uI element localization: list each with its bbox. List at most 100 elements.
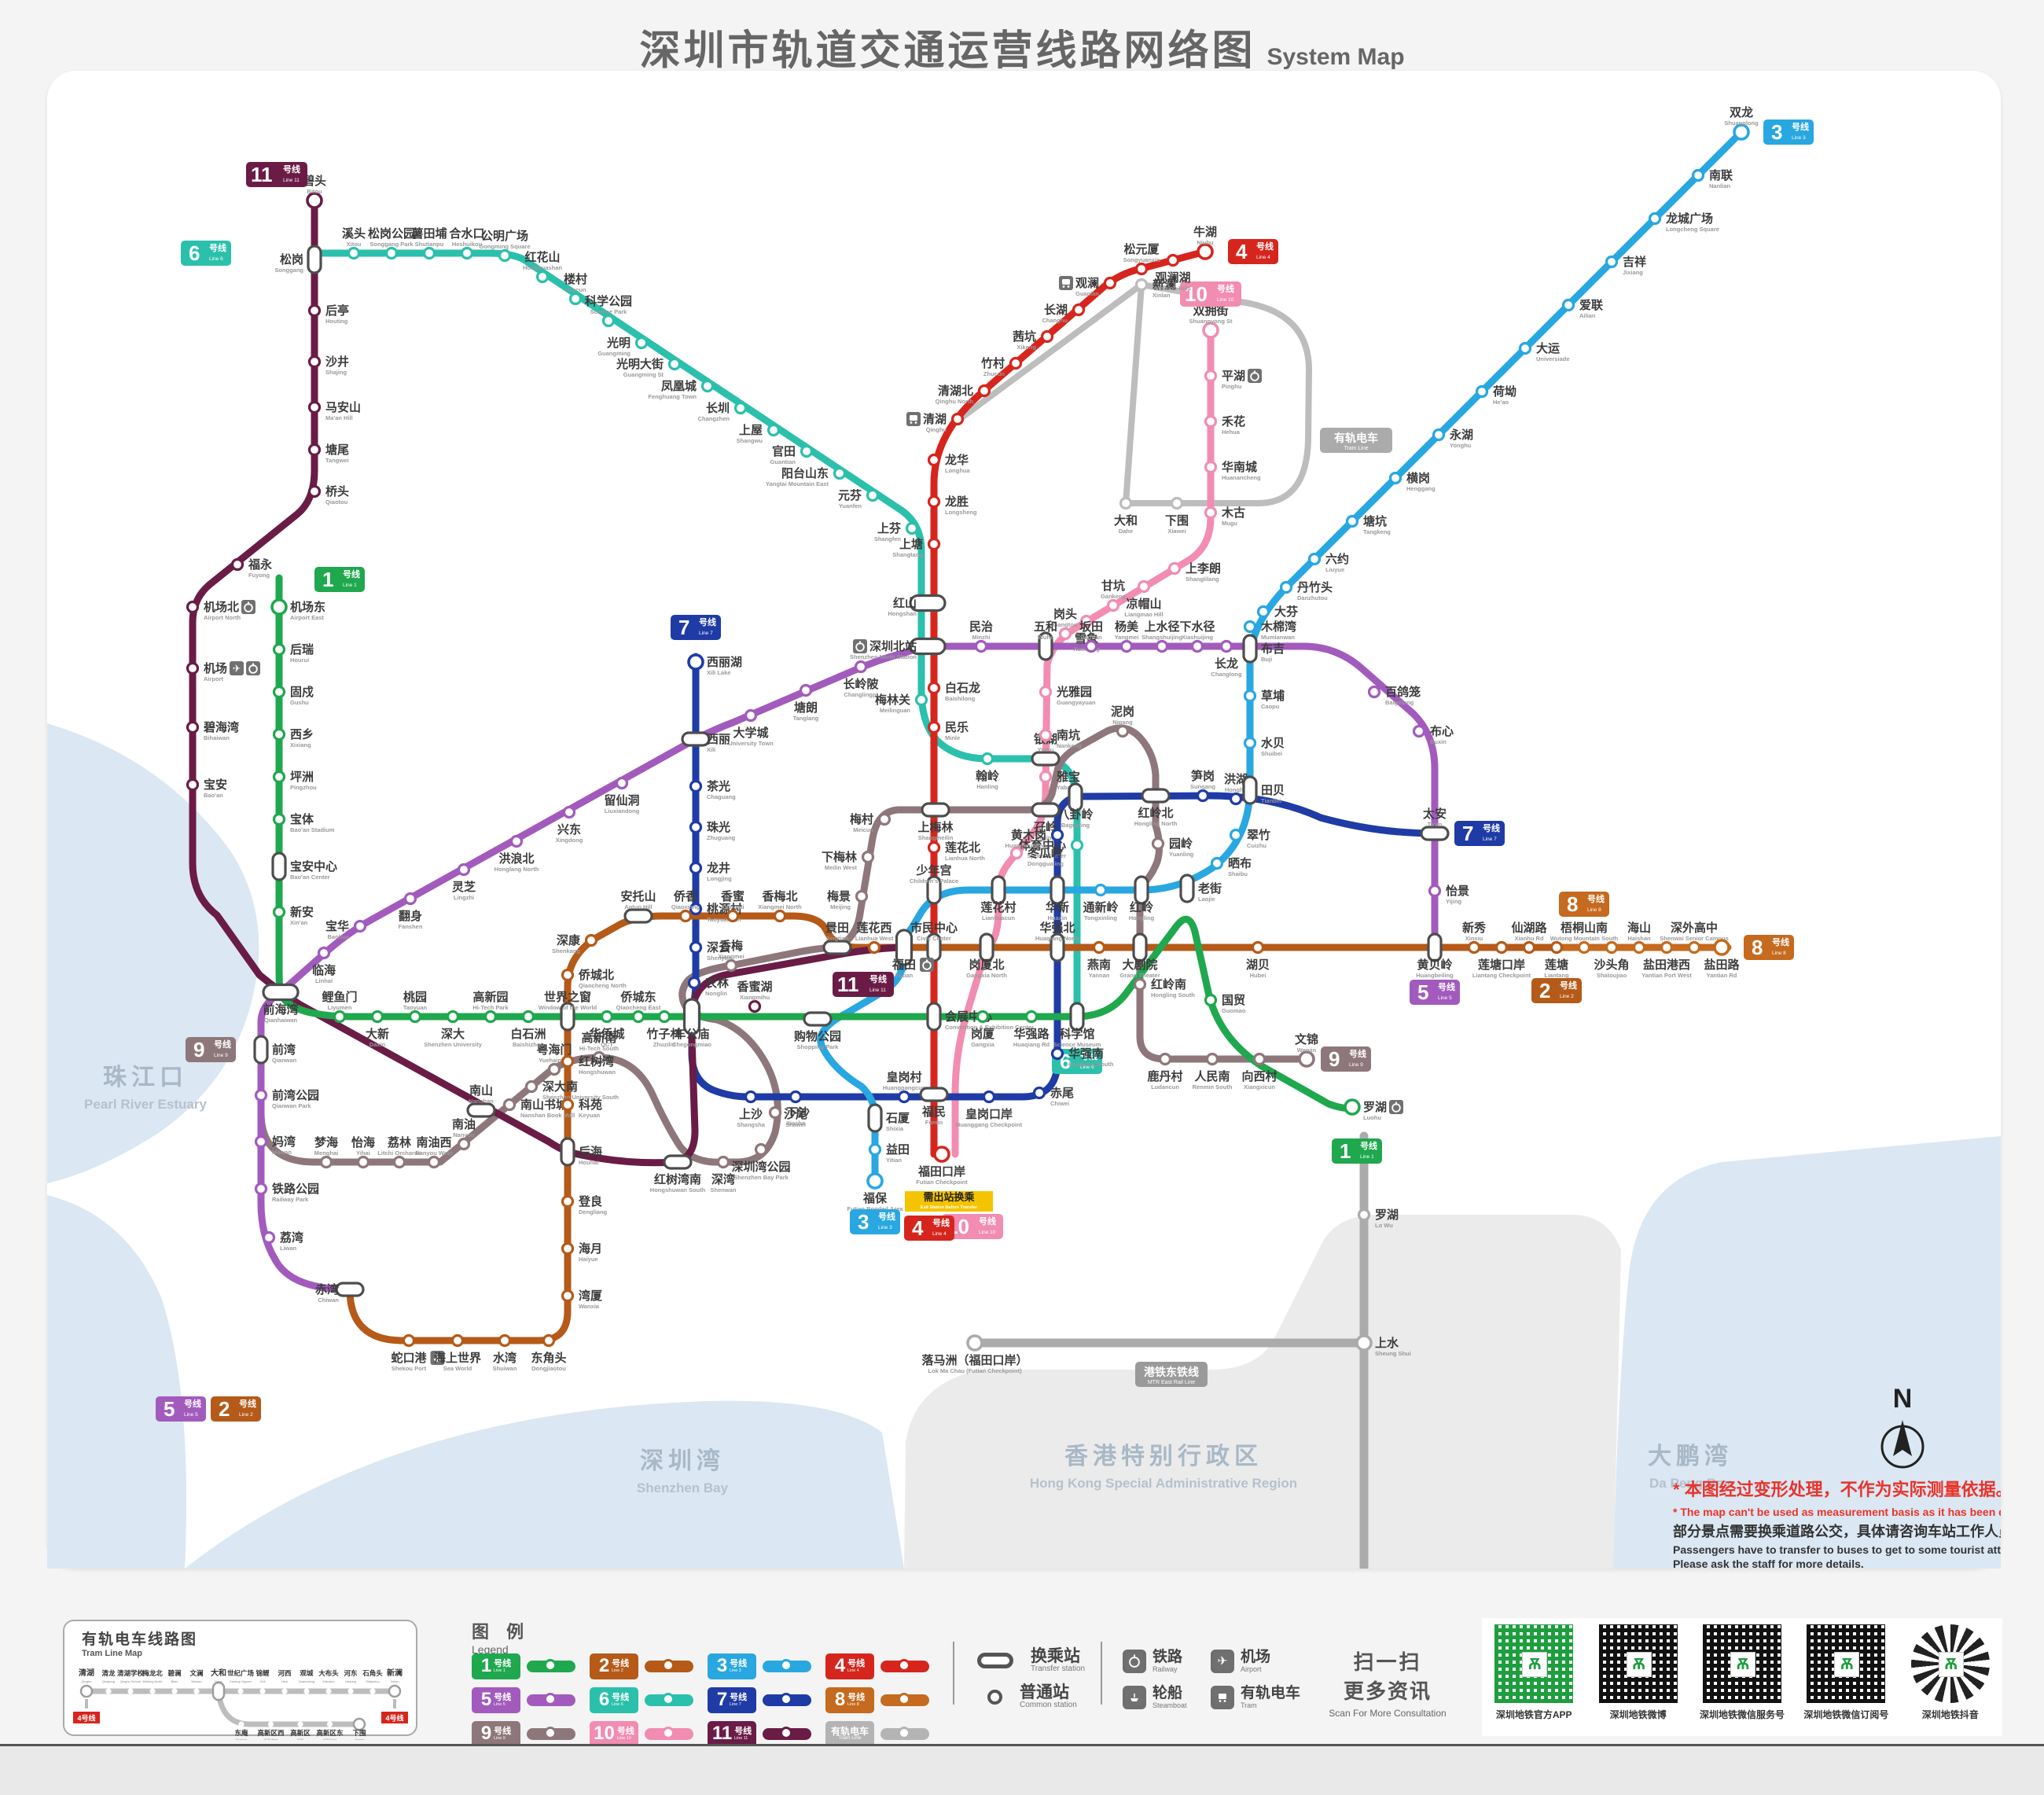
map-text: 红树湾南 xyxy=(654,1172,701,1186)
map-text: 前海湾 xyxy=(263,1002,298,1017)
map-text: Xinlan xyxy=(390,1679,399,1683)
map-text: 禾花 xyxy=(1222,414,1245,429)
map-text: Liantang Checkpoint xyxy=(1472,972,1531,979)
map-text: 大运 xyxy=(1536,341,1560,355)
map-text: Yinhu xyxy=(1038,746,1054,753)
map-text: 牛湖 xyxy=(1193,225,1217,239)
map-text: 大新 xyxy=(366,1027,389,1041)
station-Gangxia North: 岗厦北Gangxia North xyxy=(966,932,1007,979)
line-path-3 xyxy=(817,128,1745,1185)
map-text: 光明 xyxy=(606,336,630,350)
map-text: 红岭北 xyxy=(1138,806,1173,820)
map-text: Shenyun xyxy=(707,955,732,962)
station-Hongling North: 红岭北Hongling North xyxy=(1134,788,1178,827)
map-text: Hexi xyxy=(281,1679,288,1683)
map-text: 锦鲤 xyxy=(256,1669,270,1677)
map-text: 安托山 xyxy=(620,889,656,903)
map-text: 香蜜 xyxy=(721,889,744,903)
map-text: Lianhuacun xyxy=(982,914,1016,921)
map-text: 9 xyxy=(193,1038,204,1061)
map-text: 文锦 xyxy=(1295,1032,1318,1046)
map-text: Sungang xyxy=(1190,783,1215,790)
map-text: 华强路 xyxy=(1013,1027,1050,1041)
map-text: 梦海 xyxy=(314,1135,338,1149)
map-text: Longjing xyxy=(707,875,732,882)
map-text: Minzhi xyxy=(972,634,990,641)
map-text: Nanlian xyxy=(1709,182,1731,189)
map-text: 需出站换乘 xyxy=(923,1191,975,1203)
map-text: Shangshuijing xyxy=(1141,634,1182,641)
legend-header: 图 例 Legend xyxy=(472,1618,530,1656)
station-Shenzhen North Station: 深圳北站Shenzhen North Station xyxy=(850,637,947,660)
map-text: Taoyuancun xyxy=(707,916,741,923)
map-text: Lok Ma Chau (Futian Checkpoint) xyxy=(928,1367,1022,1374)
map-text: 雅宝 xyxy=(1056,770,1080,784)
map-text: Science Park xyxy=(590,308,628,315)
map-text: 盐田路 xyxy=(1704,958,1740,972)
map-text: Tangwei xyxy=(325,457,348,464)
map-text: Mugu xyxy=(1222,520,1237,527)
map-text: 号线 xyxy=(1217,283,1234,294)
map-text: Xiangmei xyxy=(718,953,744,960)
station-Shenzhen University: 深大Shenzhen University xyxy=(424,1010,483,1048)
map-text: Line 9 xyxy=(214,1053,228,1058)
map-text: 桃园 xyxy=(403,990,427,1004)
map-text: 晒布 xyxy=(1228,856,1252,870)
map-text: 宝安中心 xyxy=(290,859,337,874)
station-Shopping Park: 购物公园Shopping Park xyxy=(794,1011,841,1050)
map-text: 莲花西 xyxy=(856,921,891,935)
station-Xianhu Rd: 仙湖路Xianhu Rd xyxy=(1511,921,1547,955)
map-text: Houting xyxy=(325,318,348,325)
station-Honglang North: 洪浪北Honglang North xyxy=(494,834,539,873)
map-text: Tanglang xyxy=(793,715,819,722)
legend-swatch xyxy=(527,1727,575,1740)
map-text: Mawan xyxy=(272,1149,292,1156)
map-text: Hedong xyxy=(345,1679,356,1683)
map-text: 清湖 xyxy=(79,1668,94,1678)
station-type-legend: 换乘站 Transfer station 普通站 Common station xyxy=(977,1648,1085,1720)
map-text: 西丽湖 xyxy=(707,656,742,669)
map-text: 龙井 xyxy=(706,861,730,875)
map-text: 体育中心 xyxy=(1019,838,1066,852)
map-text: Futian Checkpoint xyxy=(916,1179,968,1186)
map-text: Guangming St xyxy=(623,371,664,378)
map-text: Donggualing xyxy=(1028,860,1064,867)
map-text: Xili xyxy=(707,746,715,753)
map-text: Shenzhen University South xyxy=(542,1094,619,1101)
legend-swatch xyxy=(527,1693,575,1706)
map-text: Bagualing xyxy=(1061,822,1090,829)
station-Mission Hills: 观澜湖Mission Hills xyxy=(1155,253,1191,292)
map-text: OCT xyxy=(601,1041,613,1048)
station-Yantian Port West: 盐田港西Yantian Port West xyxy=(1641,940,1692,979)
map-text: Line 8 xyxy=(1587,907,1601,913)
map-text: 铁路公园 xyxy=(272,1182,319,1196)
map-text: 宝安 xyxy=(204,778,227,792)
map-text: Haiyue xyxy=(579,1256,598,1263)
map-text: Huangmugang xyxy=(1005,842,1047,849)
map-text: Jixiang xyxy=(1623,269,1643,276)
map-text: Xixiang xyxy=(290,741,311,749)
